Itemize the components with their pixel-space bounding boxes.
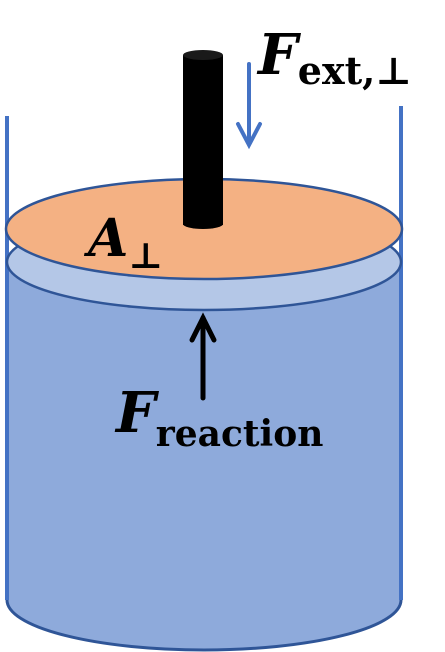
cylinder-bottom-rim (5, 599, 403, 652)
area-subscript: ⊥ (128, 235, 163, 277)
reaction-force-subscript: reaction (156, 413, 324, 455)
reaction-force-symbol: F (114, 380, 160, 446)
area-label: A⊥ (83, 208, 163, 277)
reaction-force-label: Freaction (114, 380, 323, 455)
external-force-symbol: F (256, 22, 302, 88)
area-symbol: A (83, 208, 128, 269)
piston-rod-bottom (183, 219, 223, 229)
external-force-arrow (236, 62, 262, 150)
external-force-subscript: ext,⊥ (298, 48, 412, 93)
cylinder-body (7, 262, 401, 650)
piston-rod-top (183, 50, 223, 60)
reaction-force-arrow (189, 312, 217, 401)
external-force-label: Fext,⊥ (256, 22, 412, 93)
piston-rod (183, 55, 223, 225)
